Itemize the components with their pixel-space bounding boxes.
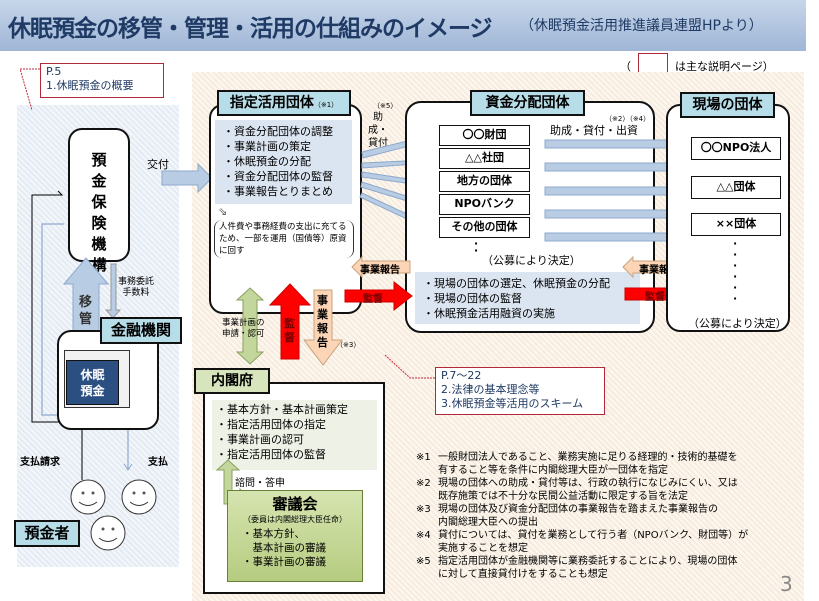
payment-label: 支払 [148, 457, 168, 468]
legend-text: は主な説明ページ） [675, 60, 774, 73]
fund-distribution-label: 資金分配団体 [470, 90, 585, 116]
fund-public-offer: （公募により決定） [482, 254, 581, 267]
ikan-label: 移管 [79, 295, 93, 327]
page-ref-page: P.5 [46, 65, 62, 78]
fund-dots: ·· [474, 237, 479, 257]
report-arrow-1-label: 事業報告 [360, 265, 400, 276]
slide-number: 3 [780, 572, 793, 596]
down-right-arrow-icon: ⇘ [218, 205, 228, 218]
depositor-face [70, 479, 106, 515]
designated-org-duties: ・資金分配団体の調整 ・事業計画の策定 ・休眠預金の分配 ・資金分配団体の監督 … [215, 120, 352, 204]
field-org-item: 〇〇NPO法人 [691, 137, 781, 160]
cabinet-label: 内閣府 [194, 368, 270, 394]
fund-org-item: 〇〇財団 [439, 125, 530, 146]
page-ref-line: 3.休眠預金等活用のスキーム [441, 397, 584, 410]
council-sub: （委員は内閣総理大臣任命） [243, 515, 347, 524]
page-subtitle: （休眠預金活用推進議員連盟HPより） [520, 18, 763, 34]
fund-org-item: 地方の団体 [439, 171, 530, 192]
josei-kashitsuke-label: 助成・貸付 [368, 112, 388, 149]
fund-distribution-duties: ・現場の団体の選定、休眠預金の分配 ・現場の団体の監督 ・休眠預金活用融資の実施 [415, 272, 640, 324]
page-title: 休眠預金の移管・管理・活用の仕組みのイメージ [8, 16, 493, 42]
dormant-deposit-label: 休眠 預金 [66, 360, 119, 405]
page-ref-page: P.7～22 [441, 369, 482, 382]
title-bar [0, 0, 806, 51]
field-org-label: 現場の団体 [680, 92, 775, 118]
council-box: 審議会 （委員は内閣総理大臣任命） ・基本方針、 基本計画の審議 ・事業計画の審… [227, 490, 363, 582]
page-ref-line: 1.休眠預金の概要 [46, 79, 134, 92]
supervise-arrow-2-label: 監督 [645, 292, 665, 303]
field-org-item: △△団体 [691, 176, 781, 199]
report-arrow-2-label: 事業報告 [639, 265, 679, 276]
page-ref-line: 2.法律の基本理念等 [441, 383, 540, 396]
kofu-label: 交付 [147, 158, 169, 171]
financial-institution-label: 金融機関 [100, 317, 182, 344]
field-public-offer: （公募により決定） [688, 317, 787, 330]
consultation-label: 諮問・答申 [235, 478, 285, 489]
supervise-arrow-1-label: 監督 [363, 294, 383, 305]
fund-org-item: その他の団体 [439, 217, 530, 238]
field-org-item: ××団体 [691, 213, 781, 236]
depositor-face [90, 515, 126, 551]
fund-org-list: 〇〇財団 △△社団 地方の団体 NPOバンク その他の団体 [439, 125, 530, 238]
payment-request-label: 支払請求 [20, 457, 60, 468]
josei-note: （※5） [373, 102, 398, 110]
designated-org-bracket-note: 人件費や事務経費の支出に充てるため、一部を運用（国債等）原資に回す [214, 220, 354, 258]
report-down-label: 事業報告 [317, 294, 328, 349]
council-label: 審議会 [272, 495, 318, 513]
page-ref-p5[interactable]: P.5 1.休眠預金の概要 [40, 63, 164, 98]
page-ref-p7[interactable]: P.7～22 2.法律の基本理念等 3.休眠預金等活用のスキーム [435, 367, 605, 415]
jimu-itaku-label: 事務委託 手数料 [118, 277, 155, 298]
designated-org-label: 指定活用団体（※1） [217, 90, 351, 116]
depositors-label: 預金者 [14, 520, 80, 547]
deposit-insurance-box [68, 128, 130, 262]
report-down-note: （※3） [336, 341, 361, 349]
field-dots: ······ [733, 237, 738, 305]
plan-approval-label: 事業計画の 申請・認可 [222, 318, 265, 339]
fund-org-item: △△社団 [439, 148, 530, 169]
deposit-insurance-label: 預 金 保 険 機 構 [91, 151, 107, 274]
depositor-face [121, 479, 157, 515]
supervise-up-label: 監督 [284, 317, 295, 344]
legend-open: （ [620, 60, 631, 73]
josei-shusshi-label: 助成・貸付・出資 [550, 124, 638, 137]
council-duties: ・基本方針、 基本計画の審議 ・事業計画の審議 [242, 528, 326, 568]
josei-shusshi-note: （※2）（※4） [605, 115, 651, 123]
cabinet-duties: ・基本方針・基本計画策定 ・指定活用団体の指定 ・事業計画の認可 ・指定活用団体… [212, 400, 377, 470]
fund-org-item: NPOバンク [439, 194, 530, 215]
